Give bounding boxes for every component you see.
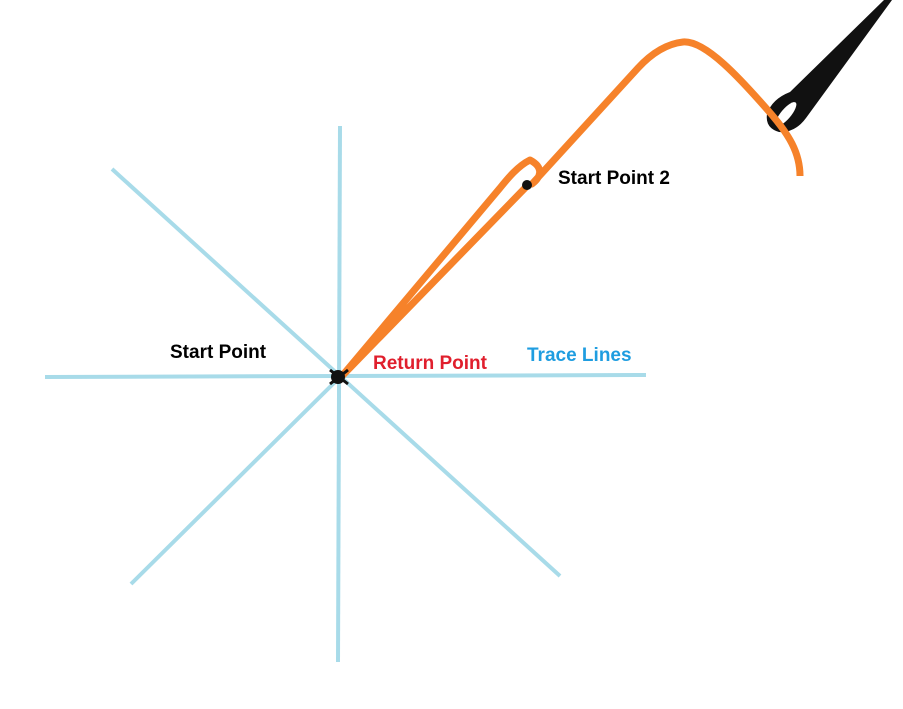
start-point-2-label: Start Point 2 <box>558 168 670 189</box>
trace-lines-label: Trace Lines <box>527 345 632 366</box>
needle-body <box>766 0 892 133</box>
start-point-2-marker <box>522 180 532 190</box>
return-point-cross-b <box>329 368 349 386</box>
trace-lines <box>44 125 647 663</box>
start-point-label: Start Point <box>170 342 267 363</box>
trace-line-diagonal-sw <box>129 375 342 586</box>
needle-eye <box>775 102 797 126</box>
thread-path <box>338 38 804 380</box>
sewing-needle-icon <box>766 0 892 133</box>
point-markers <box>329 180 532 386</box>
return-point-label: Return Point <box>373 353 488 374</box>
trace-line-vertical <box>336 125 342 663</box>
